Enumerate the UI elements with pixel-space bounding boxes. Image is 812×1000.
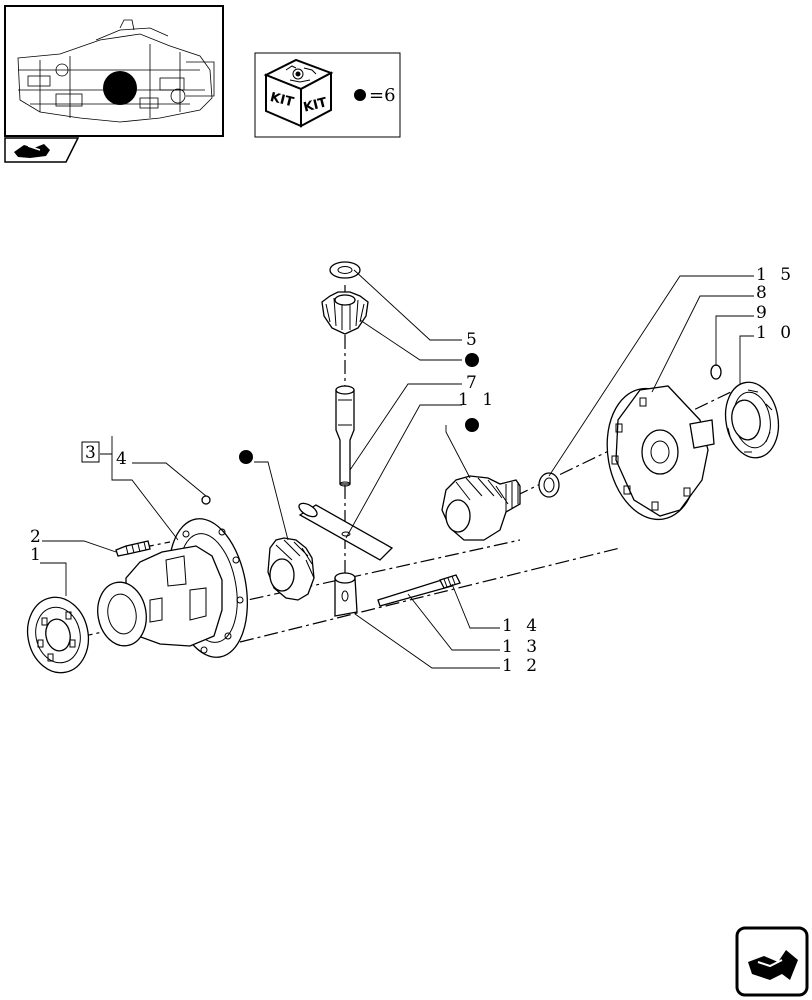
part-5-thrust-washer xyxy=(329,261,361,279)
kit-marker-dot xyxy=(239,450,253,464)
part-10-bearing xyxy=(724,381,780,459)
callout-9: 9 xyxy=(756,303,771,323)
callout-2: 2 xyxy=(30,527,45,547)
callout-3: 3 xyxy=(85,443,100,463)
part-7-pinion-shaft xyxy=(335,385,355,487)
callout-5: 5 xyxy=(466,330,481,350)
previous-page-button[interactable] xyxy=(4,137,80,163)
part-14-pin-end xyxy=(439,574,461,589)
kit-label-left: KIT xyxy=(268,90,295,110)
filled-dot-marker xyxy=(354,89,366,101)
part-15-o-ring xyxy=(538,472,560,498)
callout-11: 1 1 xyxy=(458,390,497,410)
location-thumbnail[interactable] xyxy=(4,5,224,137)
kit-box-icon: KIT KIT xyxy=(263,58,334,128)
callout-15: 1 5 xyxy=(756,265,795,285)
part-9-plug xyxy=(710,364,722,380)
callout-12: 1 2 xyxy=(502,656,541,676)
callout-8: 8 xyxy=(756,283,771,303)
part-3-differential-case xyxy=(97,518,248,658)
callout-13: 1 3 xyxy=(502,637,541,657)
part-11-cross-shaft xyxy=(298,502,394,561)
kit-marker-dot xyxy=(465,353,479,367)
top-planet-gear xyxy=(321,291,369,335)
callout-3-box xyxy=(81,441,100,463)
kit-marker-dot xyxy=(465,418,479,432)
callout-labels: 1 2 3 4 5 7 1 1 1 4 1 3 1 2 1 5 8 9 1 0 xyxy=(30,265,795,676)
next-page-arrow-icon xyxy=(748,950,798,980)
kit-legend: KIT KIT =6 xyxy=(254,52,401,138)
kit-equals-value: =6 xyxy=(369,85,396,106)
callout-4: 4 xyxy=(116,449,131,469)
part-4-small-ball xyxy=(201,495,211,505)
callout-10: 1 0 xyxy=(756,323,795,343)
part-2-bolt xyxy=(115,540,151,557)
leader-lines xyxy=(40,269,754,669)
previous-page-arrow-icon xyxy=(14,144,50,158)
right-side-gear xyxy=(441,475,521,541)
callout-1: 1 xyxy=(30,545,45,565)
part-12-short-shaft xyxy=(334,572,358,617)
callout-14: 1 4 xyxy=(502,616,541,636)
location-marker-dot xyxy=(103,71,137,105)
left-side-gear xyxy=(267,537,315,601)
callout-7: 7 xyxy=(466,373,481,393)
kit-label-right: KIT xyxy=(302,95,329,115)
part-1-bearing xyxy=(26,596,90,674)
next-page-button[interactable] xyxy=(735,926,809,997)
part-8-differential-cover xyxy=(606,385,715,521)
kit-markers xyxy=(239,353,479,464)
